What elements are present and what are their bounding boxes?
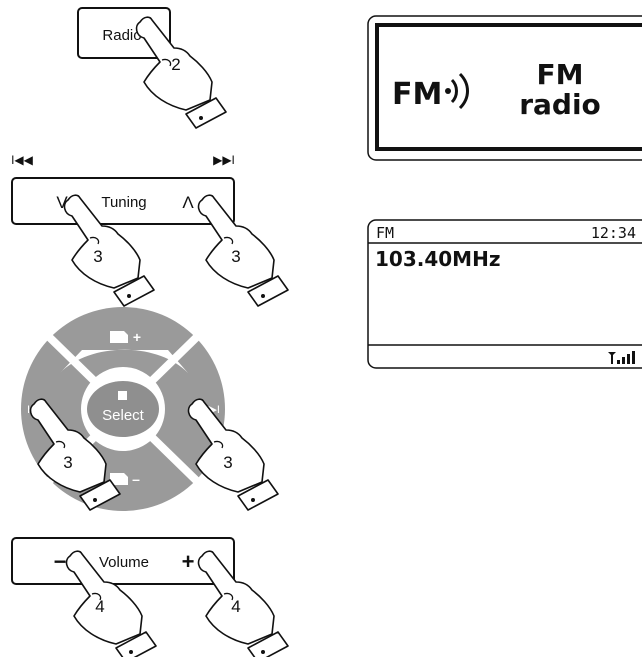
hand-pointer-icon xyxy=(189,399,278,510)
step-number: 3 xyxy=(93,247,102,266)
station-display: FM 12:34 103.40MHz xyxy=(368,220,642,368)
step-number: 3 xyxy=(63,453,72,472)
tuning-label: Tuning xyxy=(101,194,146,211)
step-number: 4 xyxy=(95,597,104,616)
previous-track-icon: I◀◀ xyxy=(11,153,34,167)
step-number: 3 xyxy=(231,247,240,266)
hand-pointer-icon xyxy=(199,195,288,306)
hand-pointer-icon xyxy=(137,17,226,128)
volume-label: Volume xyxy=(99,554,149,571)
volume-down-button: − xyxy=(54,549,67,574)
hand-pointer-icon xyxy=(199,551,288,657)
next-track-icon: ▶▶I xyxy=(213,153,235,167)
step-number: 4 xyxy=(231,597,240,616)
frequency-readout: 103.40MHz xyxy=(375,247,500,271)
mode-line-1: FM xyxy=(537,58,584,91)
mode-display: FM FM radio xyxy=(368,16,642,160)
radio-button-label: Radio xyxy=(102,27,141,44)
step-number: 3 xyxy=(223,453,232,472)
clock: 12:34 xyxy=(591,224,636,242)
step-number: 2 xyxy=(171,55,180,74)
svg-text:–: – xyxy=(132,471,140,487)
mode-line-2: radio xyxy=(519,88,601,121)
volume-up-button: + xyxy=(182,549,195,574)
stop-icon xyxy=(118,391,127,400)
svg-text:+: + xyxy=(133,329,141,345)
tuning-up-button: Λ xyxy=(182,193,194,212)
svg-text:FM: FM xyxy=(392,77,442,112)
select-button[interactable]: Select xyxy=(102,407,145,424)
band-label: FM xyxy=(376,224,394,242)
